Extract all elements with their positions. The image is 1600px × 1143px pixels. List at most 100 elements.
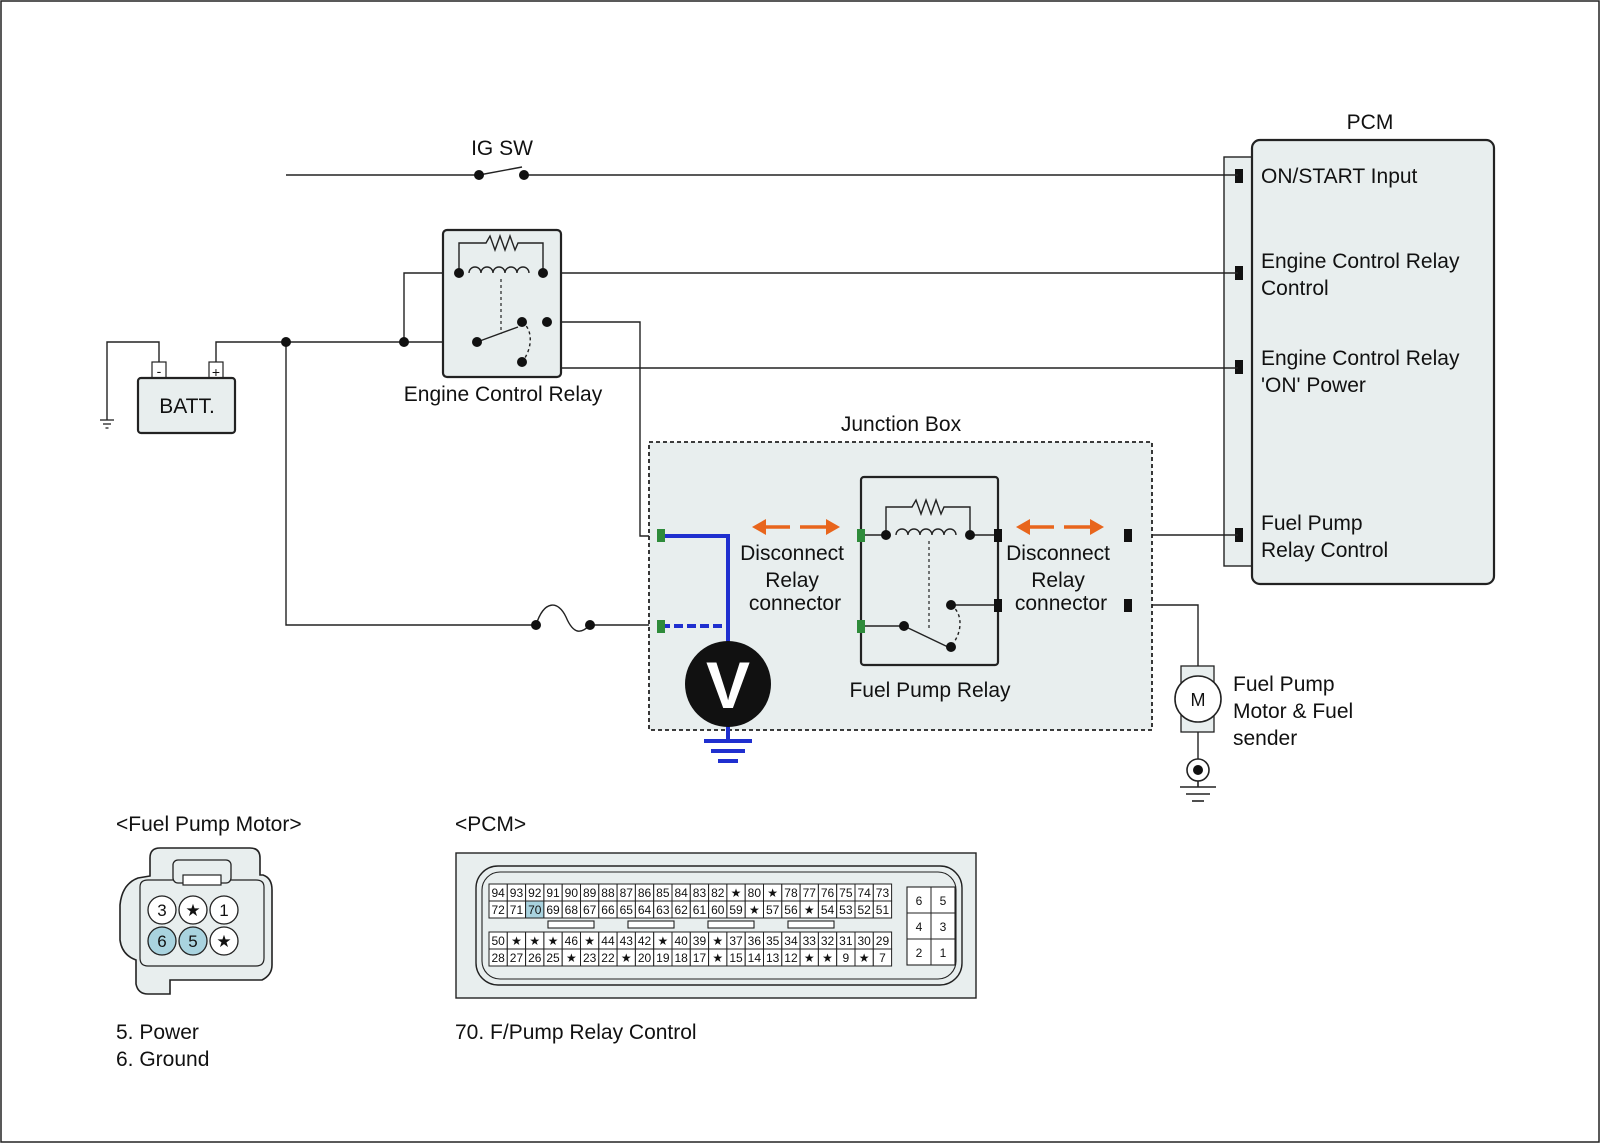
pcm-pin-label: 65 <box>620 903 634 917</box>
pcm-pin-engine-control-relay-on-power: Engine Control Relay 'ON' Power <box>1261 347 1465 397</box>
pcm-pin-label: 26 <box>528 951 542 965</box>
engine-control-relay: Engine Control Relay <box>404 228 603 406</box>
pcm-side-pin-cell <box>930 938 956 966</box>
pcm-title: PCM <box>1347 111 1394 134</box>
pcm-pin-label: 86 <box>638 886 652 900</box>
fuel-pump-motor-pin-circle <box>178 895 208 925</box>
pcm-pin-label: 30 <box>857 934 871 948</box>
pcm-pin-label: 71 <box>510 903 524 917</box>
junction-terminal <box>1124 599 1132 612</box>
pcm-side-pin-label: 6 <box>916 894 923 908</box>
pcm-pin-on-start-input: ON/START Input <box>1261 165 1418 188</box>
pcm-pin-label: 31 <box>839 934 853 948</box>
voltmeter-ground-symbol <box>704 739 752 763</box>
battery-negative-sign: - <box>157 363 162 379</box>
fuel-pump-motor-pin-label: ★ <box>216 932 231 951</box>
pcm-pin-label: 80 <box>748 886 762 900</box>
pcm-pin-label: 42 <box>638 934 652 948</box>
pcm-pin-label: 72 <box>491 903 505 917</box>
fuel-pump-motor-pin-circle <box>147 926 177 956</box>
pcm-pin-label: 68 <box>565 903 579 917</box>
pcm-pin-label: 69 <box>546 903 560 917</box>
pcm-pin-label: 73 <box>876 886 890 900</box>
relay-terminal-green <box>857 529 865 542</box>
pcm-pin-cell <box>872 900 893 919</box>
pcm-pin-label: 60 <box>711 903 725 917</box>
pcm-pin-label: 83 <box>693 886 707 900</box>
pcm-pin-label: 18 <box>674 951 688 965</box>
pcm-pin-label: ★ <box>566 951 577 965</box>
pcm-pin-label: ★ <box>859 951 870 965</box>
pcm-pin-label: ★ <box>822 951 833 965</box>
pcm-pin-label: 63 <box>656 903 670 917</box>
disconnect-arrows-left <box>752 519 840 535</box>
pcm-pin-label: 93 <box>510 886 524 900</box>
pcm-connector-legend: 70. F/Pump Relay Control <box>455 1021 697 1044</box>
engine-control-relay-label: Engine Control Relay <box>404 383 603 406</box>
pcm-pin-label: 53 <box>839 903 853 917</box>
pcm-pin-label: 32 <box>821 934 835 948</box>
pcm-pin-label: 78 <box>784 886 798 900</box>
disconnect-relay-connector-right: Disconnect Relay connector <box>1006 542 1116 615</box>
disconnect-relay-connector-left: Disconnect Relay connector <box>740 542 850 615</box>
voltmeter: V <box>685 641 771 727</box>
pcm-pin-label: 51 <box>876 903 890 917</box>
pcm-pin-label: 84 <box>674 886 688 900</box>
pcm-pin-label: 9 <box>843 951 850 965</box>
fuel-pump-motor-pin-label: ★ <box>185 901 200 920</box>
pcm-side-pin-label: 4 <box>916 920 923 934</box>
pcm-pin-label: 62 <box>674 903 688 917</box>
pcm-pin-label: 46 <box>565 934 579 948</box>
relay-terminal-green <box>657 620 665 633</box>
pcm-pin-label: 23 <box>583 951 597 965</box>
pcm-pin-label: 92 <box>528 886 542 900</box>
pcm-pin-label: 22 <box>601 951 615 965</box>
pcm-connector-title: <PCM> <box>455 813 526 836</box>
fuel-pump-motor-legend-ground: 6. Ground <box>116 1048 209 1071</box>
pcm-pin-label: 91 <box>546 886 560 900</box>
pcm-pin-label: ★ <box>767 886 778 900</box>
fuel-pump-motor: M Fuel Pump Motor & Fuel sender <box>1174 665 1353 802</box>
pcm-pin-label: ★ <box>529 934 540 948</box>
pcm-connector-keys <box>547 920 835 929</box>
disconnect-arrows-right <box>1016 519 1104 535</box>
pcm-pin-terminal <box>1235 266 1243 280</box>
relay-terminal <box>994 599 1002 612</box>
pcm-pin-label: 27 <box>510 951 524 965</box>
fuel-pump-motor-pin-label: 1 <box>219 901 228 920</box>
pcm-pin-label: 44 <box>601 934 615 948</box>
pcm-side-pin-label: 3 <box>940 920 947 934</box>
battery: - + BATT. <box>100 341 286 435</box>
pcm-pin-label: 15 <box>729 951 743 965</box>
pcm-side-pin-label: 5 <box>940 894 947 908</box>
pcm-pin-label: 29 <box>876 934 890 948</box>
pcm-pin-label: 59 <box>729 903 743 917</box>
pcm-pin-label: ★ <box>548 934 559 948</box>
pcm-pin-label: ★ <box>749 903 760 917</box>
pcm-pin-label: 34 <box>784 934 798 948</box>
pcm-pin-fuel-pump-relay-control: Fuel Pump Relay Control <box>1261 512 1388 562</box>
pcm-pin-label: 19 <box>656 951 670 965</box>
pcm-pin-label: 88 <box>601 886 615 900</box>
junction-terminal <box>1124 529 1132 542</box>
pcm-pin-label: 74 <box>857 886 871 900</box>
pcm-pin-label: 25 <box>546 951 560 965</box>
pcm-pin-label: 64 <box>638 903 652 917</box>
pcm-pin-label: 85 <box>656 886 670 900</box>
pcm-pin-label: 57 <box>766 903 780 917</box>
fuel-pump-motor-pin-label: 6 <box>157 932 166 951</box>
pcm-pin-label: 14 <box>748 951 762 965</box>
pcm-pin-label: 61 <box>693 903 707 917</box>
pcm-pin-label: 20 <box>638 951 652 965</box>
relay-terminal-green <box>857 620 865 633</box>
pcm-pin-label: ★ <box>621 951 632 965</box>
pcm-pin-label: 76 <box>821 886 835 900</box>
pcm-pin-label: ★ <box>731 886 742 900</box>
voltmeter-label: V <box>706 648 750 722</box>
fuel-pump-relay-label: Fuel Pump Relay <box>849 679 1011 702</box>
pcm-pin-label: 66 <box>601 903 615 917</box>
